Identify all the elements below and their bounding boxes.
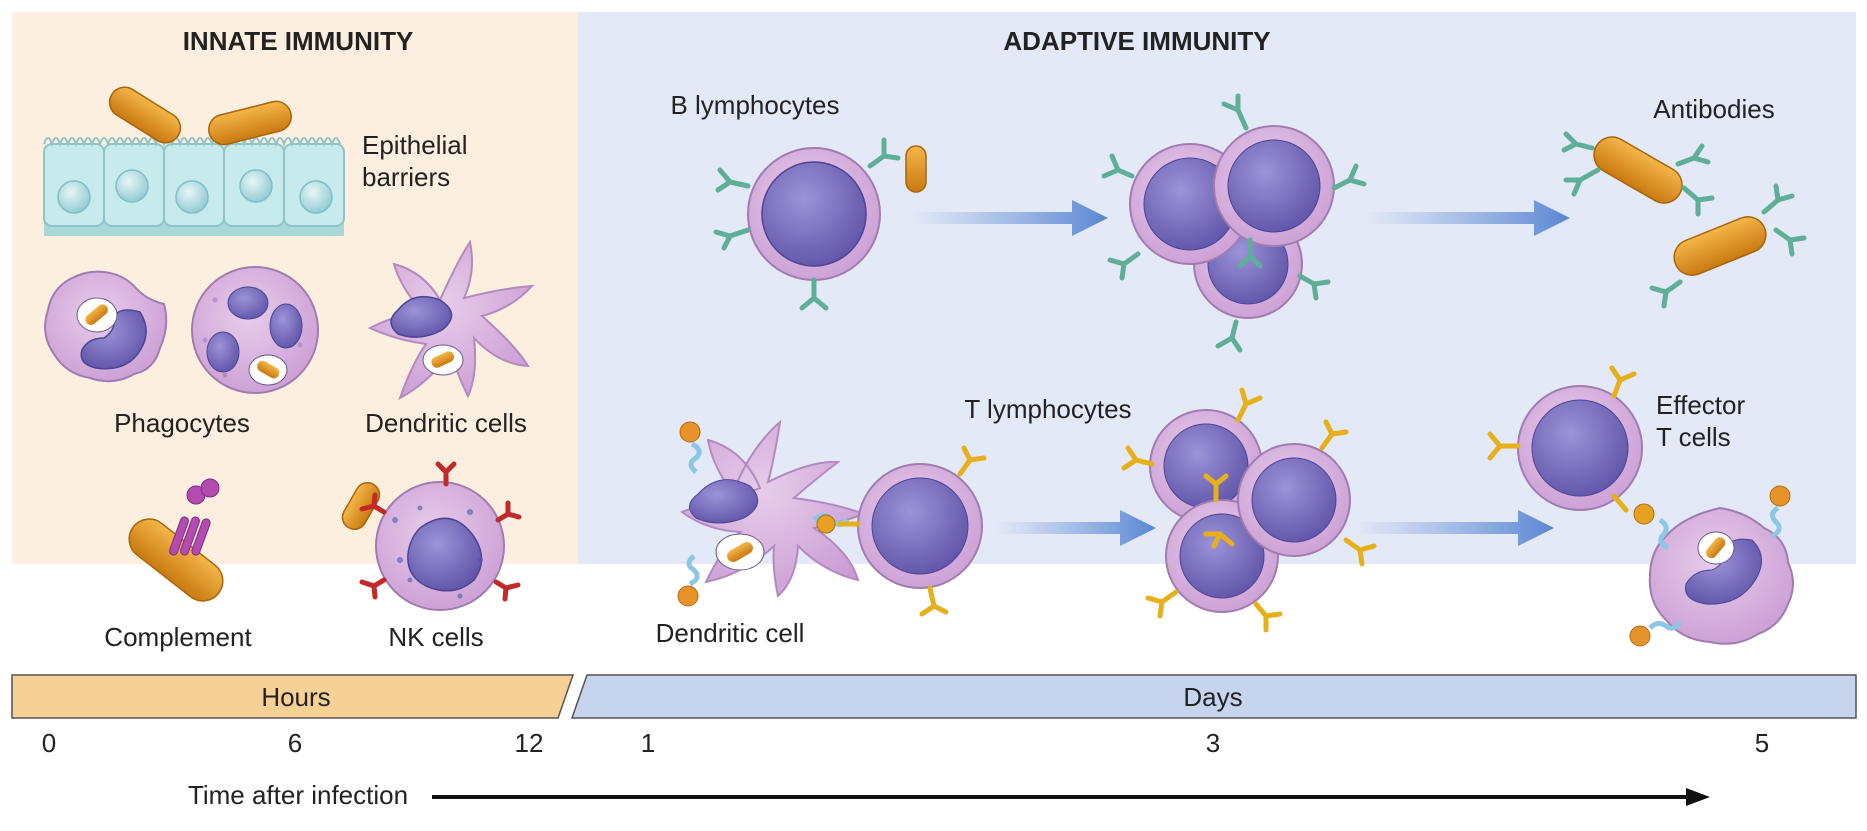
antibodies-icon <box>1561 131 1807 309</box>
b-arrow-2 <box>1366 200 1570 236</box>
t-lymphocyte-icon <box>837 445 987 617</box>
effector-label-1: Effector <box>1656 390 1745 420</box>
tick-1: 1 <box>641 728 655 758</box>
phagocytes-label: Phagocytes <box>114 408 250 438</box>
tick-6: 6 <box>288 728 302 758</box>
phagocyte-cell-icon <box>44 270 168 383</box>
tick-12: 12 <box>515 728 544 758</box>
t-cell-cluster-icon <box>1121 387 1377 633</box>
b-lymphocytes-label: B lymphocytes <box>670 90 839 120</box>
epithelial-cells-icon <box>43 137 345 236</box>
b-arrow-1 <box>912 200 1108 236</box>
epithelial-label-2: barriers <box>362 162 450 192</box>
dendritic-cells-label: Dendritic cells <box>365 408 527 438</box>
t-arrow-1 <box>996 510 1156 546</box>
hours-label: Hours <box>261 682 330 712</box>
tick-5: 5 <box>1755 728 1769 758</box>
nk-cell-icon <box>341 461 522 611</box>
t-lymphocytes-label: T lymphocytes <box>964 394 1131 424</box>
dendritic-cell-icon <box>367 239 535 401</box>
t-arrow-2 <box>1356 510 1554 546</box>
infected-macrophage-icon <box>1629 485 1794 647</box>
innate-title: INNATE IMMUNITY <box>183 26 414 56</box>
epithelial-label-1: Epithelial <box>362 130 468 160</box>
tick-3: 3 <box>1206 728 1220 758</box>
b-cell-cluster-icon <box>1101 93 1367 353</box>
effector-t-cell-icon <box>1487 365 1655 525</box>
complement-label: Complement <box>104 622 252 652</box>
nk-cells-label: NK cells <box>388 622 483 652</box>
time-axis-label: Time after infection <box>188 780 408 810</box>
bacteria-icon <box>108 86 292 146</box>
hours-bar <box>11 674 575 719</box>
b-lymphocyte-icon <box>713 137 927 311</box>
neutrophil-cell-icon <box>191 266 319 394</box>
time-axis-arrow <box>432 788 1710 806</box>
dendritic-cell-apc-icon <box>677 419 867 607</box>
dendritic-cell-label: Dendritic cell <box>656 618 805 648</box>
days-bar <box>570 674 1857 719</box>
adaptive-title: ADAPTIVE IMMUNITY <box>1003 26 1270 56</box>
effector-label-2: T cells <box>1656 422 1731 452</box>
tick-0: 0 <box>42 728 56 758</box>
antibodies-label: Antibodies <box>1653 94 1774 124</box>
complement-icon <box>128 478 224 602</box>
days-label: Days <box>1183 682 1242 712</box>
